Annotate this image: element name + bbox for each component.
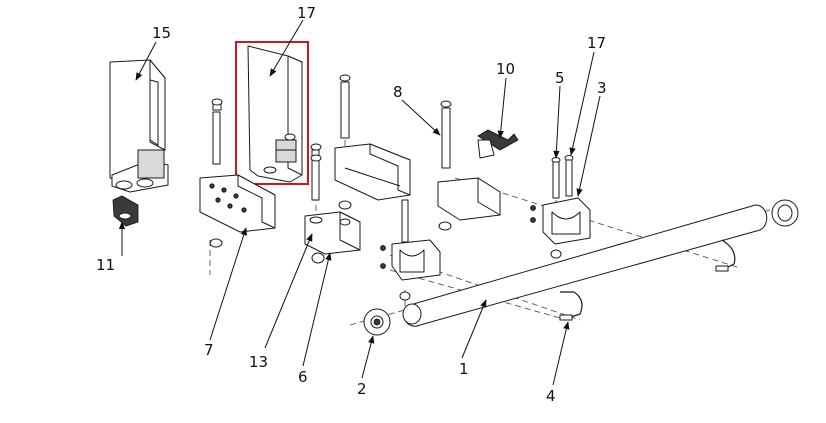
callout-7: 7 — [204, 341, 214, 359]
part-11-knob — [112, 195, 139, 227]
callout-4: 4 — [546, 387, 556, 405]
part-10-latch — [477, 129, 519, 159]
callout-2: 2 — [357, 380, 367, 398]
part-4-u-bolt — [559, 291, 583, 321]
callout-3: 3 — [597, 79, 607, 97]
callout-17: 17 — [587, 34, 606, 52]
callout-leaders — [118, 19, 601, 386]
callout-6: 6 — [298, 368, 308, 386]
end-cap-right — [771, 199, 799, 227]
lower-center-clamp — [380, 199, 441, 301]
callout-14: 17 — [297, 4, 316, 22]
middle-clamp — [437, 177, 501, 231]
part-8-bolt — [440, 100, 452, 169]
callout-labels: 15 17 8 10 5 17 3 11 7 13 6 2 1 4 — [96, 4, 607, 405]
part-3-clamp — [530, 197, 591, 259]
callout-15: 13 — [249, 353, 268, 371]
part-13-rear-cover — [109, 59, 169, 193]
part-1-tube — [402, 204, 768, 327]
callout-1: 1 — [459, 360, 469, 378]
bolt-left — [211, 98, 223, 165]
part-5-bolt — [551, 157, 561, 199]
callout-8: 8 — [393, 83, 403, 101]
part-14-highlight-box — [235, 41, 309, 185]
callout-13: 15 — [152, 24, 171, 42]
part-17-bolt — [564, 155, 574, 197]
part-2-end-cap — [363, 308, 391, 336]
callout-5: 5 — [555, 69, 565, 87]
upper-center-plate — [334, 74, 411, 210]
bolt-center-left — [310, 143, 322, 201]
u-bolt-right — [715, 239, 736, 272]
part-7-bracket — [199, 174, 276, 248]
part-14-front-cover — [247, 45, 303, 183]
part-6-clamp-block — [304, 211, 361, 264]
callout-11: 11 — [96, 256, 115, 274]
callout-10: 10 — [496, 60, 515, 78]
